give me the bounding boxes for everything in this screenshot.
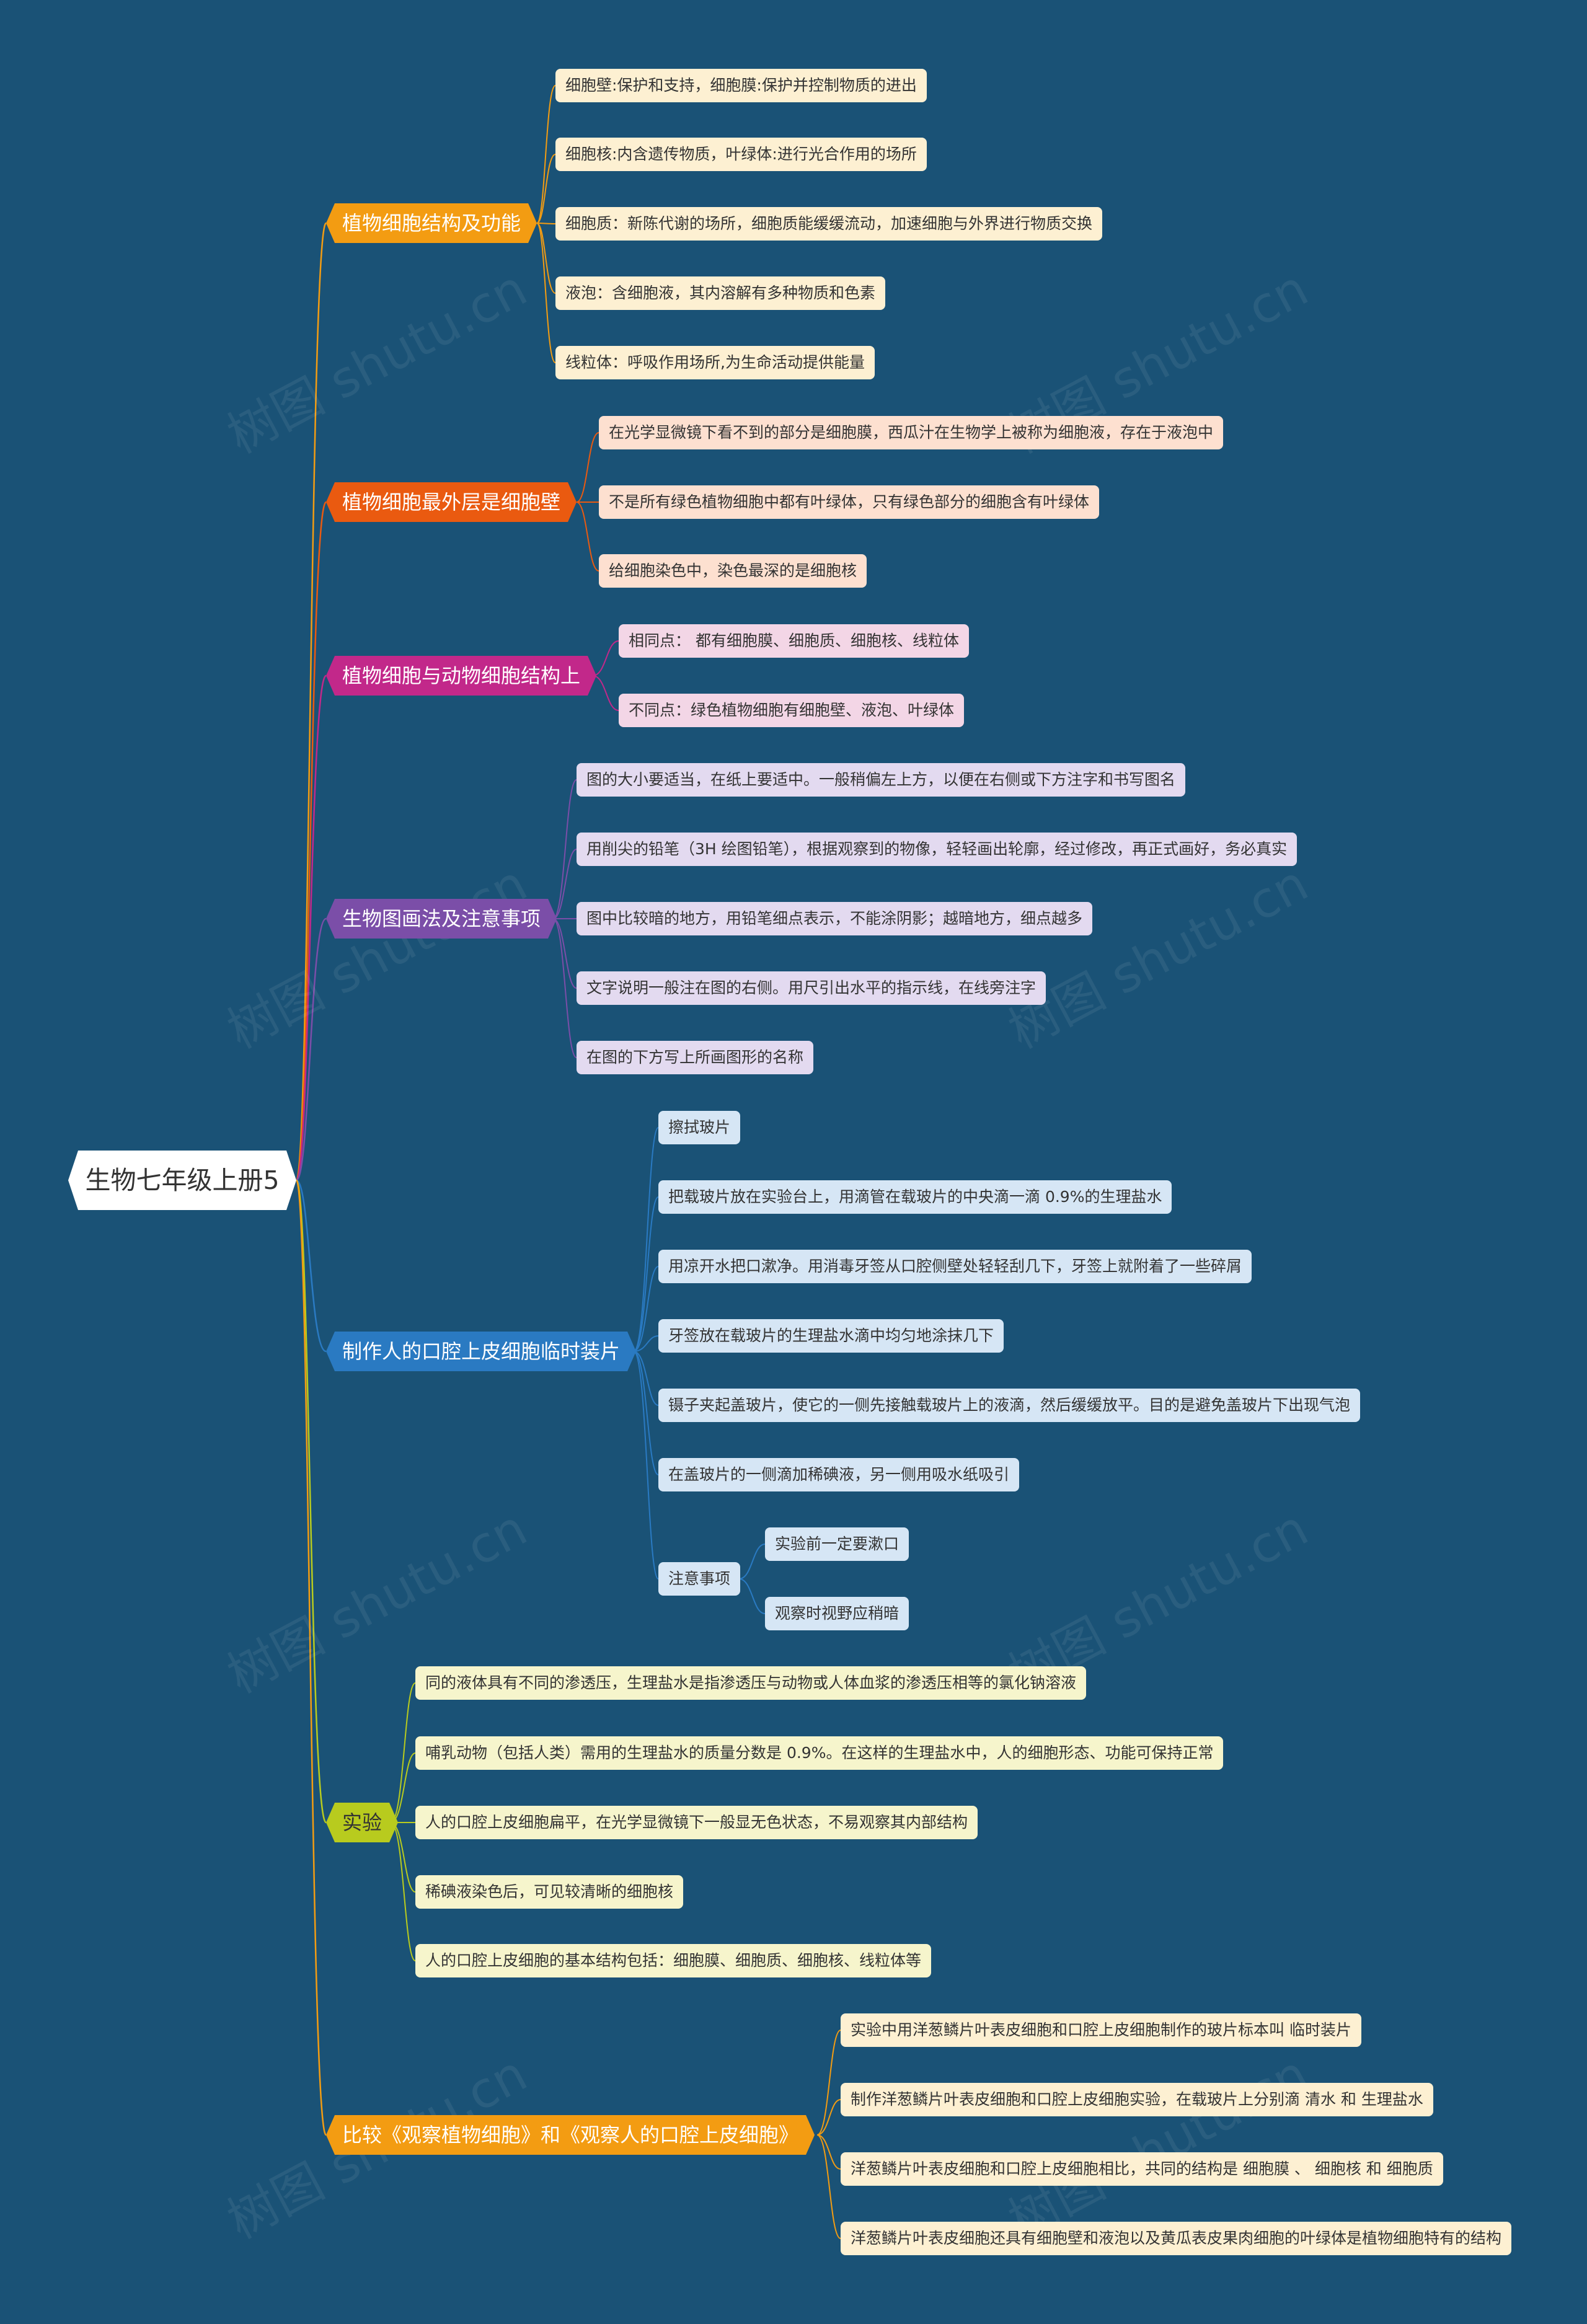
- leaf-node[interactable]: 图的大小要适当，在纸上要适中。一般稍偏左上方，以便在右侧或下方注字和书写图名: [577, 763, 1186, 797]
- leaf-node[interactable]: 稀碘液染色后，可见较清晰的细胞核: [415, 1875, 684, 1909]
- leaf-node[interactable]: 线粒体：呼吸作用场所,为生命活动提供能量: [555, 346, 875, 379]
- leaf-node[interactable]: 不同点：绿色植物细胞有细胞壁、液泡、叶绿体: [619, 694, 965, 727]
- root-topic[interactable]: 生物七年级上册5: [68, 1151, 296, 1210]
- leaf-node[interactable]: 擦拭玻片: [658, 1111, 741, 1144]
- leaf-node[interactable]: 牙签放在载玻片的生理盐水滴中均匀地涂抹几下: [658, 1319, 1004, 1353]
- leaf-node[interactable]: 在光学显微镜下看不到的部分是细胞膜，西瓜汁在生物学上被称为细胞液，存在于液泡中: [599, 416, 1224, 449]
- leaf-node[interactable]: 哺乳动物（包括人类）需用的生理盐水的质量分数是 0.9%。在这样的生理盐水中，人…: [415, 1736, 1224, 1770]
- leaf-node[interactable]: 人的口腔上皮细胞的基本结构包括：细胞膜、细胞质、细胞核、线粒体等: [415, 1944, 932, 1977]
- branch-cell-structure[interactable]: 植物细胞结构及功能: [326, 203, 537, 243]
- leaf-node[interactable]: 液泡：含细胞液，其内溶解有多种物质和色素: [555, 276, 886, 310]
- leaf-node[interactable]: 细胞核:内含遗传物质，叶绿体:进行光合作用的场所: [555, 138, 927, 171]
- leaf-node[interactable]: 给细胞染色中，染色最深的是细胞核: [599, 554, 867, 588]
- branch-comparison[interactable]: 比较《观察植物细胞》和《观察人的口腔上皮细胞》: [326, 2115, 815, 2155]
- leaf-node[interactable]: 把载玻片放在实验台上，用滴管在载玻片的中央滴一滴 0.9%的生理盐水: [658, 1180, 1172, 1214]
- leaf-node[interactable]: 实验前一定要漱口: [765, 1527, 909, 1561]
- leaf-node[interactable]: 相同点： 都有细胞膜、细胞质、细胞核、线粒体: [619, 624, 969, 658]
- leaf-node[interactable]: 观察时视野应稍暗: [765, 1597, 909, 1630]
- leaf-node[interactable]: 实验中用洋葱鳞片叶表皮细胞和口腔上皮细胞制作的玻片标本叫 临时装片: [841, 2013, 1361, 2047]
- branch-cell-wall[interactable]: 植物细胞最外层是细胞壁: [326, 482, 577, 522]
- leaf-node[interactable]: 图中比较暗的地方，用铅笔细点表示，不能涂阴影；越暗地方，细点越多: [577, 902, 1093, 935]
- leaf-node[interactable]: 文字说明一般注在图的右侧。用尺引出水平的指示线，在线旁注字: [577, 971, 1046, 1005]
- leaf-node[interactable]: 用削尖的铅笔（3H 绘图铅笔），根据观察到的物像，轻轻画出轮廓，经过修改，再正式…: [577, 833, 1297, 866]
- branch-experiment[interactable]: 实验: [326, 1803, 398, 1842]
- branch-drawing[interactable]: 生物图画法及注意事项: [326, 899, 557, 939]
- leaf-node[interactable]: 同的液体具有不同的渗透压，生理盐水是指渗透压与动物或人体血浆的渗透压相等的氯化钠…: [415, 1666, 1087, 1700]
- branch-plant-animal-compare[interactable]: 植物细胞与动物细胞结构上: [326, 656, 596, 696]
- leaf-node[interactable]: 在图的下方写上所画图形的名称: [577, 1041, 814, 1074]
- leaf-node[interactable]: 不是所有绿色植物细胞中都有叶绿体，只有绿色部分的细胞含有叶绿体: [599, 485, 1100, 519]
- leaf-node[interactable]: 制作洋葱鳞片叶表皮细胞和口腔上皮细胞实验，在载玻片上分别滴 清水 和 生理盐水: [841, 2083, 1433, 2116]
- leaf-node[interactable]: 镊子夹起盖玻片，使它的一侧先接触载玻片上的液滴，然后缓缓放平。目的是避免盖玻片下…: [658, 1389, 1361, 1422]
- leaf-node[interactable]: 在盖玻片的一侧滴加稀碘液，另一侧用吸水纸吸引: [658, 1458, 1020, 1491]
- leaf-node[interactable]: 细胞质：新陈代谢的场所，细胞质能缓缓流动，加速细胞与外界进行物质交换: [555, 207, 1103, 241]
- leaf-node[interactable]: 用凉开水把口漱净。用消毒牙签从口腔侧壁处轻轻刮几下，牙签上就附着了一些碎屑: [658, 1250, 1252, 1283]
- leaf-node[interactable]: 洋葱鳞片叶表皮细胞和口腔上皮细胞相比，共同的结构是 细胞膜 、 细胞核 和 细胞…: [841, 2152, 1443, 2186]
- leaf-node[interactable]: 洋葱鳞片叶表皮细胞还具有细胞壁和液泡以及黄瓜表皮果肉细胞的叶绿体是植物细胞特有的…: [841, 2222, 1512, 2255]
- notes-node[interactable]: 注意事项: [658, 1562, 741, 1596]
- leaf-node[interactable]: 细胞壁:保护和支持，细胞膜:保护并控制物质的进出: [555, 69, 927, 102]
- leaf-node[interactable]: 人的口腔上皮细胞扁平，在光学显微镜下一般显无色状态，不易观察其内部结构: [415, 1806, 978, 1839]
- branch-mouth-slide[interactable]: 制作人的口腔上皮细胞临时装片: [326, 1332, 636, 1371]
